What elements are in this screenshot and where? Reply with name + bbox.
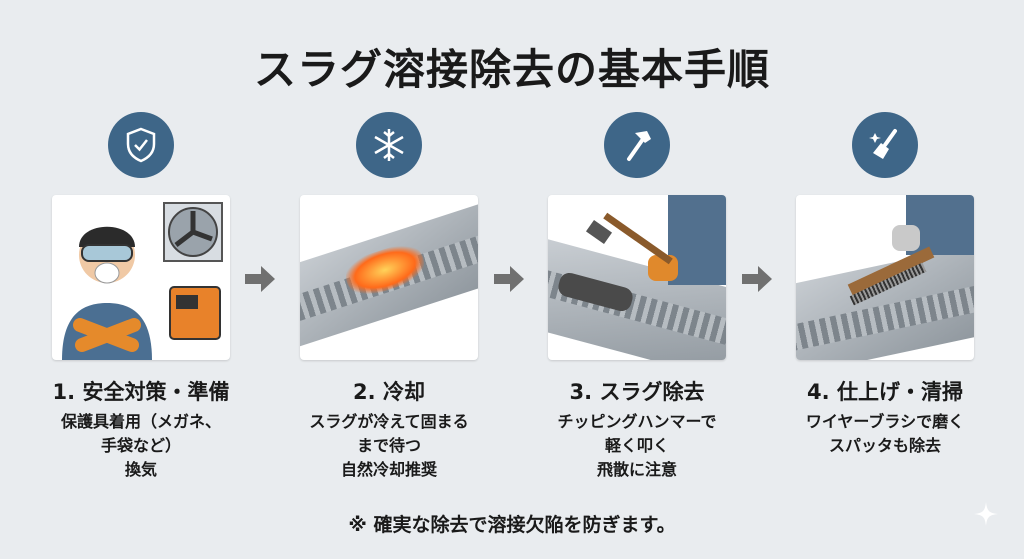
- safety-illustration: [52, 195, 230, 360]
- step-heading: 3. スラグ除去: [569, 380, 705, 404]
- description-line: 保護具着用（メガネ、: [60, 412, 221, 431]
- sparkle-icon: [974, 502, 998, 526]
- description-line: 飛散に注意: [596, 460, 677, 479]
- brush-icon: [852, 112, 918, 178]
- slag-removal-illustration: [548, 195, 726, 360]
- description-line: 手袋など）: [100, 436, 181, 455]
- description-line: 換気: [124, 460, 157, 479]
- step-heading: 2. 冷却: [353, 380, 425, 404]
- arrow-right-icon: [742, 266, 772, 292]
- cooling-illustration: [300, 195, 478, 360]
- description-line: まで待つ: [356, 436, 421, 455]
- description-line: スラグが冷えて固まる: [309, 412, 469, 431]
- step-description: チッピングハンマーで 軽く叩く 飛散に注意: [522, 410, 752, 482]
- arrow-right-icon: [245, 266, 275, 292]
- step-description: ワイヤーブラシで磨く スパッタも除去: [770, 410, 1000, 458]
- finishing-illustration: [796, 195, 974, 360]
- step-description: 保護具着用（メガネ、 手袋など） 換気: [26, 410, 256, 482]
- hammer-icon: [604, 112, 670, 178]
- description-line: チッピングハンマーで: [557, 412, 717, 431]
- step-heading: 4. 仕上げ・清掃: [807, 380, 963, 404]
- description-line: ワイヤーブラシで磨く: [805, 412, 965, 431]
- description-line: 自然冷却推奨: [340, 460, 437, 479]
- description-line: 軽く叩く: [604, 436, 669, 455]
- step-safety: 1. 安全対策・準備 保護具着用（メガネ、 手袋など） 換気: [26, 112, 256, 482]
- snowflake-icon: [356, 112, 422, 178]
- arrow-right-icon: [494, 266, 524, 292]
- step-heading: 1. 安全対策・準備: [52, 380, 230, 404]
- shield-check-icon: [108, 112, 174, 178]
- step-slag-removal: 3. スラグ除去 チッピングハンマーで 軽く叩く 飛散に注意: [522, 112, 752, 482]
- footer-note: ※ 確実な除去で溶接欠陥を防ぎます。: [348, 514, 676, 536]
- description-line: スパッタも除去: [828, 436, 941, 455]
- step-description: スラグが冷えて固まる まで待つ 自然冷却推奨: [274, 410, 504, 482]
- page-title: スラグ溶接除去の基本手順: [253, 45, 770, 94]
- step-cooling: 2. 冷却 スラグが冷えて固まる まで待つ 自然冷却推奨: [274, 112, 504, 482]
- step-finishing: 4. 仕上げ・清掃 ワイヤーブラシで磨く スパッタも除去: [770, 112, 1000, 458]
